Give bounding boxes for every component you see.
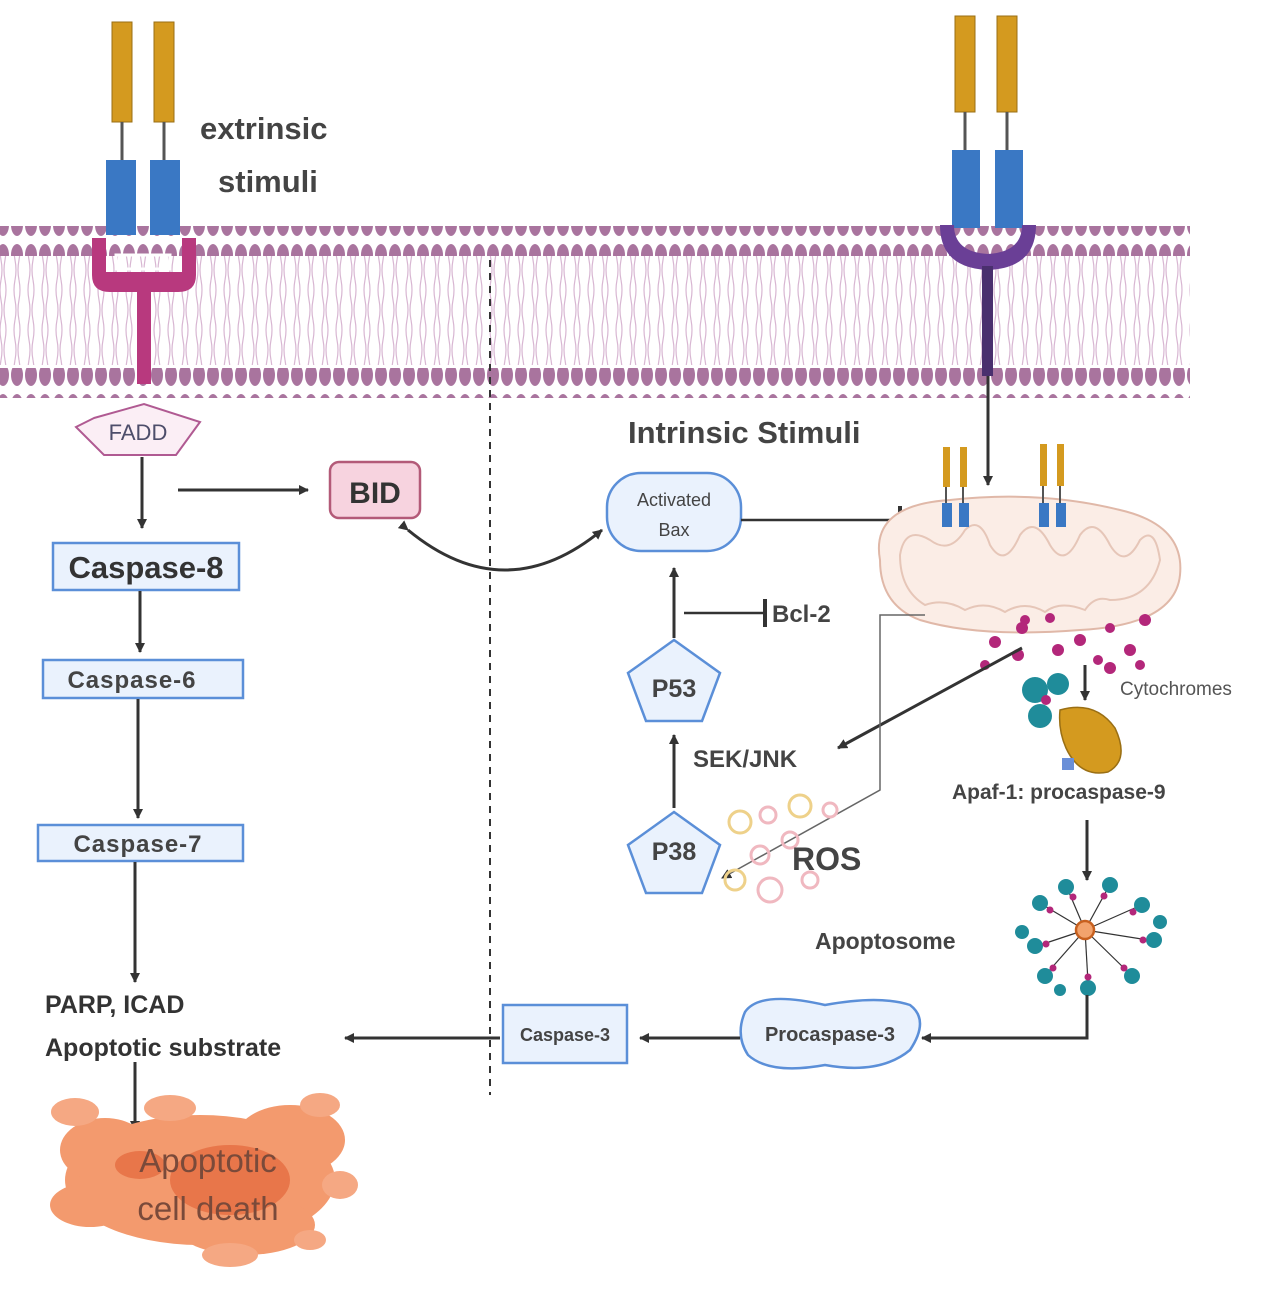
- apoptosome-to-procasp3-arrow: [921, 995, 1089, 1043]
- apoptosome: [1015, 877, 1167, 996]
- p38-label: P38: [652, 838, 697, 866]
- intrinsic-receptor: [940, 15, 1036, 376]
- extrinsic-receptor: [92, 21, 196, 384]
- parp-label-1: PARP, ICAD: [45, 991, 184, 1019]
- intrinsic-label: Intrinsic Stimuli: [628, 415, 861, 450]
- caspase6-label: Caspase-6: [67, 667, 196, 694]
- procaspase3-label: Procaspase-3: [765, 1024, 895, 1046]
- ros-label: ROS: [792, 841, 861, 877]
- extrinsic-label-2: stimuli: [218, 164, 318, 199]
- death-label-2: cell death: [137, 1190, 278, 1227]
- caspase8-label: Caspase-8: [68, 550, 223, 585]
- procaspase3-shape: [739, 997, 922, 1070]
- bid-box: [328, 460, 422, 520]
- parp-label-2: Apoptotic substrate: [45, 1034, 281, 1062]
- activated-bax-label-1: Activated: [637, 490, 711, 510]
- death-label-1: Apoptotic: [139, 1142, 277, 1179]
- apaf1-label: Apaf-1: procaspase-9: [952, 781, 1166, 804]
- apoptosome-label: Apoptosome: [815, 928, 956, 954]
- fadd-label: FADD: [109, 420, 168, 445]
- cytochromes-label: Cytochromes: [1120, 679, 1232, 700]
- mito-to-p38-line: [721, 614, 925, 879]
- caspase7-label: Caspase-7: [73, 831, 202, 858]
- p53-label: P53: [652, 675, 696, 703]
- fadd-node: [74, 402, 202, 456]
- apaf1-complex: [1022, 673, 1122, 774]
- caspase3-label: Caspase-3: [520, 1025, 610, 1045]
- ros-bubbles: [723, 793, 839, 904]
- caspase7-box: [36, 823, 245, 863]
- activated-bax-box: [605, 471, 743, 553]
- p53-node: [626, 638, 722, 723]
- caspase8-box: [51, 541, 241, 592]
- apoptotic-cell-death-blob: [50, 1093, 358, 1267]
- extrinsic-label-1: extrinsic: [200, 111, 328, 146]
- bid-bax-arrow: [397, 520, 603, 572]
- cytochrome-particles: [980, 613, 1151, 674]
- bid-label: BID: [349, 477, 401, 510]
- caspase3-box: [501, 1003, 629, 1065]
- p38-node: [626, 810, 722, 895]
- mito-to-sekjnk-arrow: [837, 646, 1023, 750]
- activated-bax-label-2: Bax: [658, 520, 689, 540]
- mitochondrion: [877, 495, 1182, 634]
- sekjnk-label: SEK/JNK: [693, 746, 798, 773]
- bcl2-label: Bcl-2: [772, 601, 831, 628]
- mito-receptor-right: [1039, 444, 1066, 527]
- mito-receptor-left: [942, 447, 969, 527]
- caspase6-box: [41, 658, 245, 700]
